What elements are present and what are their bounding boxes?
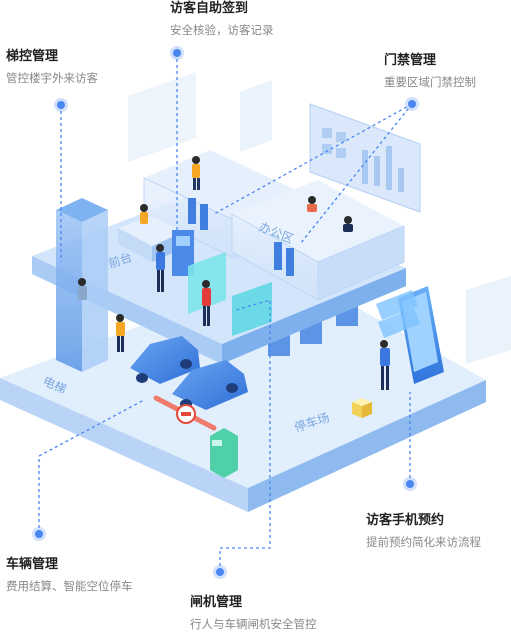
connector-lines <box>38 53 413 572</box>
person <box>380 340 390 390</box>
background-panel <box>466 276 511 364</box>
person <box>78 278 87 300</box>
person <box>202 280 211 326</box>
callout-dot-gate <box>216 568 224 576</box>
person <box>116 314 125 352</box>
callout-subtitle: 费用结算、智能空位停车 <box>6 579 133 593</box>
callout-subtitle: 提前预约简化来访流程 <box>366 535 481 549</box>
person <box>140 204 148 224</box>
callout-access-control: 门禁管理 重要区域门禁控制 <box>384 52 476 90</box>
barrier-gate <box>153 395 238 478</box>
person <box>192 156 200 190</box>
callout-subtitle: 安全核验，访客记录 <box>170 23 274 37</box>
callout-dot-vehicle <box>35 530 43 538</box>
callout-title: 梯控管理 <box>6 49 59 64</box>
callout-title: 访客手机预约 <box>366 513 445 528</box>
person <box>343 216 353 232</box>
elevator-tower <box>56 198 108 372</box>
callout-dot-access-control <box>408 100 416 108</box>
callout-subtitle: 行人与车辆闸机安全管控 <box>190 617 317 631</box>
callout-title: 闸机管理 <box>190 595 243 610</box>
connector-access-control <box>213 103 413 215</box>
phone-device <box>376 286 444 384</box>
callout-visitor-checkin: 访客自助签到 安全核验，访客记录 <box>170 0 274 38</box>
callout-dot-elevator <box>57 101 65 109</box>
callout-dot-mobile-booking <box>406 480 414 488</box>
car <box>130 336 200 384</box>
callout-vehicle: 车辆管理 费用结算、智能空位停车 <box>6 556 133 594</box>
background-panel <box>240 80 272 152</box>
zone-label-front-desk: 前台 <box>106 249 133 271</box>
person <box>307 196 317 212</box>
callout-subtitle: 重要区域门禁控制 <box>384 75 476 89</box>
data-board <box>309 103 421 213</box>
callout-elevator: 梯控管理 管控楼宇外来访客 <box>6 48 98 86</box>
callout-dot-visitor-checkin <box>173 49 181 57</box>
callout-title: 门禁管理 <box>384 53 437 68</box>
callout-gate: 闸机管理 行人与车辆闸机安全管控 <box>190 594 317 632</box>
person <box>156 244 165 292</box>
connector-gate <box>219 299 271 572</box>
callout-mobile-booking: 访客手机预约 提前预约简化来访流程 <box>366 512 481 550</box>
callout-subtitle: 管控楼宇外来访客 <box>6 71 98 85</box>
parcel-box <box>352 398 372 418</box>
access-door <box>172 230 194 276</box>
callout-title: 访客自助签到 <box>170 1 249 16</box>
connector-vehicle <box>38 399 145 534</box>
background-panel <box>128 72 196 162</box>
callout-title: 车辆管理 <box>6 557 59 572</box>
